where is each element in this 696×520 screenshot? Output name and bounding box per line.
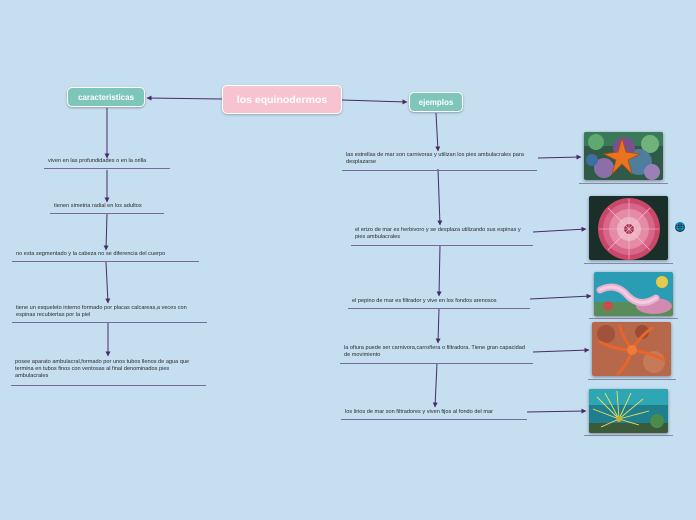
sea-cucumber-photo (594, 272, 673, 316)
sea-lily-photo (589, 389, 668, 433)
connector-ej-2 (437, 168, 443, 226)
subtopic-lirio[interactable]: los lirios de mar son filtradores y vive… (341, 409, 527, 420)
sea-urchin-photo (589, 196, 668, 260)
connector-car-4 (105, 261, 111, 304)
subtopic-ofiura[interactable]: la ofiura puede ser carnivora,carroñera … (340, 345, 533, 364)
connector-img-1 (537, 154, 582, 160)
subtopic-esqueleto[interactable]: tiene un esqueleto interno formado por p… (12, 305, 207, 323)
subtopic-simetria[interactable]: tienen simetria radial en los adultos (50, 203, 164, 214)
subtopic-segmentacion[interactable]: no esta segmentado y la cabeza no se dif… (12, 251, 199, 262)
photo-underline (584, 435, 673, 436)
connector-ej-3 (436, 244, 442, 297)
connector-root-ejemplos (341, 99, 408, 105)
root-topic[interactable]: los equinodermos (222, 85, 342, 114)
connector-ej-5 (432, 362, 438, 408)
connector-car-3 (103, 213, 109, 251)
connector-img-4 (532, 347, 590, 353)
subtopic-habitat[interactable]: viven en las profundidades o en la orill… (44, 158, 170, 169)
connector-root-caracteristicas (146, 95, 223, 101)
photo-underline (584, 263, 673, 264)
subtopic-aparato-ambulacral[interactable]: posee aparato ambulacral,formado por uno… (11, 359, 206, 386)
brittle-star-photo (592, 322, 671, 376)
photo-underline (579, 183, 668, 184)
connector-img-2 (532, 226, 587, 233)
subtopic-pepino[interactable]: el pepino de mar es filtrador y vive en … (348, 298, 530, 309)
topic-caracteristicas[interactable]: caracteristicas (67, 87, 145, 107)
subtopic-erizo[interactable]: el erizo de mar es herbivoro y se despla… (351, 227, 533, 246)
connector-ej-4 (435, 307, 441, 344)
connector-img-5 (526, 408, 587, 414)
starfish-photo (584, 132, 663, 180)
connector-img-3 (529, 293, 592, 300)
subtopic-estrella[interactable]: las estrellas de mar son carnivoras y ut… (342, 152, 537, 171)
globe-icon[interactable]: 🌐 (675, 222, 685, 232)
connector-ej-1 (435, 112, 441, 152)
photo-underline (588, 379, 676, 380)
photo-underline (589, 318, 678, 319)
topic-ejemplos[interactable]: ejemplos (409, 92, 463, 112)
